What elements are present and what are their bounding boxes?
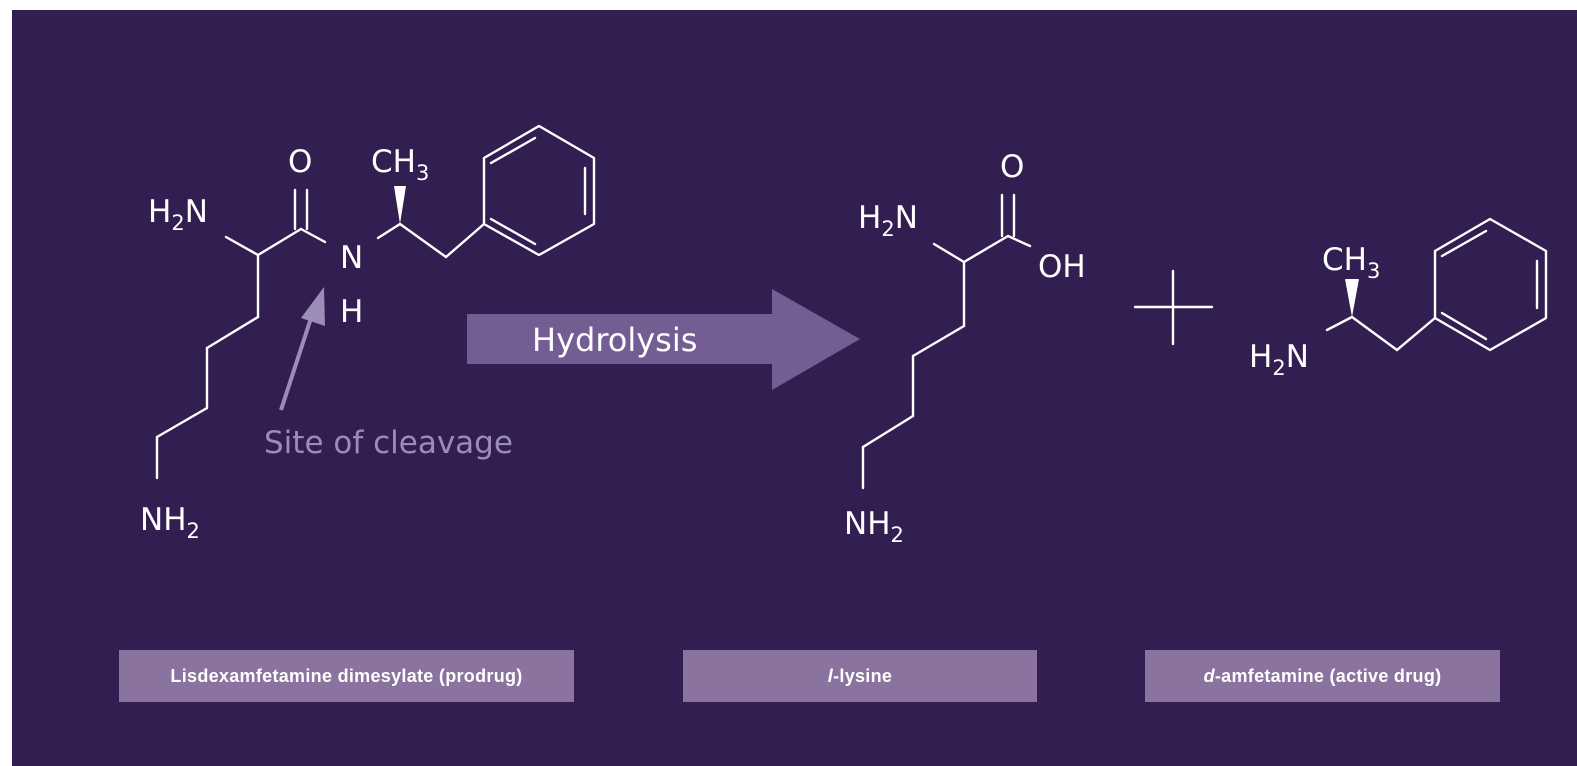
lysine-structure: O H2N OH NH2 <box>844 149 1086 547</box>
label-amfetamine-prefix: d <box>1203 665 1215 686</box>
atom-oh: OH <box>1038 249 1086 285</box>
cleavage-annotation: Site of cleavage <box>264 287 513 461</box>
atom-nh2: NH2 <box>844 506 904 547</box>
stereo-wedge <box>1345 279 1359 317</box>
atom-nh2: NH2 <box>140 502 200 543</box>
hydrolysis-arrow-shape <box>467 289 860 390</box>
lysine-bonds <box>861 193 1032 490</box>
plus-sign <box>1133 269 1214 346</box>
stereo-wedge <box>394 186 406 224</box>
lisdex-bonds <box>155 124 596 480</box>
hydrolysis-label: Hydrolysis <box>532 321 697 359</box>
atom-ch3: CH3 <box>371 144 429 185</box>
label-lysine-text: -lysine <box>833 665 893 686</box>
atom-h2n: H2N <box>858 200 918 241</box>
atom-hydrogen: H <box>340 294 363 330</box>
atom-oxygen: O <box>288 144 312 180</box>
amfetamine-structure: CH3 H2N <box>1249 217 1548 380</box>
atom-h2n: H2N <box>1249 339 1309 380</box>
label-lysine: l-lysine <box>683 650 1037 702</box>
cleavage-label: Site of cleavage <box>264 425 513 461</box>
hydrolysis-arrow: Hydrolysis <box>467 289 860 390</box>
atom-nitrogen: N <box>340 240 363 276</box>
diagram-panel <box>12 10 1577 766</box>
atom-ch3: CH3 <box>1322 242 1380 283</box>
atom-oxygen: O <box>1000 149 1024 185</box>
lisdexamfetamine-structure: O H2N N H CH3 NH2 <box>140 124 596 543</box>
label-amfetamine-text: -amfetamine (active drug) <box>1214 665 1442 686</box>
label-amfetamine: d-amfetamine (active drug) <box>1145 650 1500 702</box>
label-lysine-prefix: l <box>827 665 834 686</box>
amfetamine-bonds <box>1325 217 1548 352</box>
label-prodrug: Lisdexamfetamine dimesylate (prodrug) <box>119 650 574 702</box>
cleavage-arrow-head <box>301 287 325 326</box>
label-prodrug-text: Lisdexamfetamine dimesylate (prodrug) <box>170 665 523 686</box>
atom-h2n: H2N <box>148 194 208 235</box>
cleavage-arrow-shaft <box>279 314 314 411</box>
